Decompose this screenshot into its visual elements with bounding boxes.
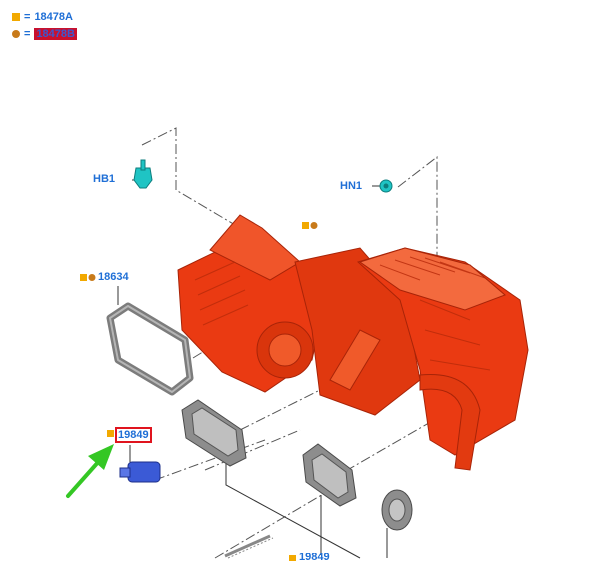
rear-pipe (329, 329, 381, 391)
outlet-pipe (419, 373, 481, 471)
callout-19849[interactable]: 19849 (115, 427, 152, 443)
callout-hn1-label: HN1 (340, 180, 363, 192)
legend-row-a: = 18478A (12, 9, 73, 25)
hvac-housing (177, 214, 529, 471)
legend-dot-marker (12, 30, 20, 38)
fastener-hb1 (133, 159, 153, 189)
bottom-tube (224, 534, 274, 559)
actuator-19849 (119, 461, 161, 483)
callout-bottom-label: 19849 (299, 553, 330, 561)
callout-hn1[interactable]: HN1 (340, 180, 362, 192)
callout-markers (80, 222, 318, 561)
housing-right-top (358, 247, 506, 311)
seal-middle (302, 443, 357, 507)
grommet-lower (381, 489, 413, 531)
legend-equals: = (24, 11, 31, 23)
callout-hb1[interactable]: HB1 (93, 173, 115, 185)
callout-hb1-label: HB1 (93, 173, 116, 185)
legend-code-a: 18478A (34, 11, 73, 23)
callout-18634-label: 18634 (98, 271, 129, 283)
callout-19849-label: 19849 (115, 427, 152, 443)
legend-square-marker (12, 13, 20, 21)
seal-upper (181, 399, 247, 467)
fastener-hn1 (379, 179, 393, 193)
callout-18634[interactable]: 18634 (98, 271, 129, 283)
pointer-arrow (66, 444, 114, 498)
legend-code-b: 18478B (34, 28, 77, 40)
legend-equals: = (24, 28, 31, 40)
legend-row-b: = 18478B (12, 26, 77, 42)
callout-bottom[interactable]: 19849 (299, 553, 330, 561)
housing-top-ridge (209, 214, 301, 281)
